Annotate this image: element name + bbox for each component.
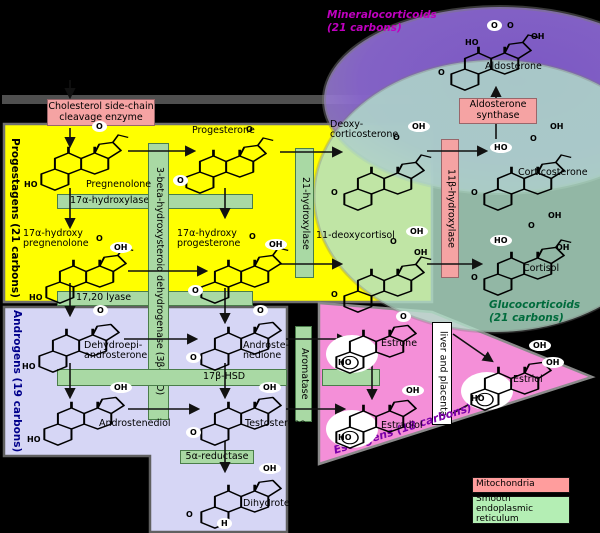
functional-group-oh: OH xyxy=(265,239,287,250)
functional-group-o: O xyxy=(93,305,108,316)
molecule-androstenediol: HO OH xyxy=(27,382,133,447)
functional-group-o: O xyxy=(528,221,535,230)
functional-group-o: O xyxy=(249,232,256,241)
functional-group-oh: OH xyxy=(556,243,570,252)
compound-label-estradiol: Estradiol xyxy=(381,420,423,431)
compound-label-androstenedione: Androste- nedione xyxy=(243,340,290,362)
steroid-skeleton-icon xyxy=(342,256,433,314)
compound-label-progesterone: Progesterone xyxy=(192,125,255,136)
functional-group-o: O xyxy=(186,510,193,519)
functional-group-ho: HO xyxy=(490,235,512,246)
functional-group-oh: OH xyxy=(259,382,281,393)
compound-label-aldosterone: Aldosterone xyxy=(485,61,542,72)
functional-group-o: O xyxy=(186,427,201,438)
legend-mitochondria: Mitochondria xyxy=(472,477,570,493)
functional-group-oh: OH xyxy=(531,32,545,41)
enzyme-11β-hydroxylase: 11β-hydroxylase xyxy=(441,139,459,278)
region-label-glucocorticoids: Glucocorticoids (21 carbons) xyxy=(489,299,581,325)
functional-group-ho: HO xyxy=(22,362,36,371)
functional-group-h: H xyxy=(217,518,232,529)
functional-group-o: O xyxy=(507,21,514,30)
compound-label-dihydrotestosterone: Dihydrotestosterone xyxy=(243,499,295,509)
compound-label-cortisol: Cortisol xyxy=(523,263,560,274)
compound-label-corticosterone: Corticosterone xyxy=(518,167,588,178)
functional-group-o: O xyxy=(438,68,445,77)
functional-group-o: O xyxy=(471,188,478,197)
region-label-mineralocorticoids: Mineralocorticoids (21 carbons) xyxy=(327,9,437,35)
enzyme-aromatase: Aromatase xyxy=(295,326,312,422)
functional-group-oh: OH xyxy=(550,122,564,131)
molecule-17a-hydroxyprogesterone: O O OH xyxy=(188,232,290,305)
functional-group-o: O xyxy=(331,188,338,197)
compound-label-deoxycorticosterone: Deoxy- corticosterone xyxy=(330,119,399,141)
functional-group-ho: HO xyxy=(465,38,479,47)
enzyme-5α-reductase: 5α-reductase xyxy=(180,450,254,464)
functional-group-oh: OH xyxy=(542,357,564,368)
functional-group-oh: OH xyxy=(529,340,551,351)
functional-group-oh: OH xyxy=(110,382,132,393)
region-label-progestagens: Progestagens (21 carbons) xyxy=(9,138,22,298)
functional-group-ho: HO xyxy=(29,293,43,302)
functional-group-oh: OH xyxy=(414,248,428,257)
functional-group-ho: HO xyxy=(27,435,41,444)
functional-group-oh: OH xyxy=(548,211,562,220)
functional-group-oh: OH xyxy=(110,242,132,253)
steroid-skeleton-icon xyxy=(482,154,573,212)
functional-group-o: O xyxy=(530,134,537,143)
functional-group-oh: OH xyxy=(406,226,428,237)
molecule-estradiol: HO OH xyxy=(326,385,425,450)
steroid-skeleton-icon xyxy=(199,247,290,305)
functional-group-o: O xyxy=(188,285,203,296)
molecule-testosterone: O OH xyxy=(186,382,290,447)
functional-group-oh: OH xyxy=(259,463,281,474)
functional-group-o: O xyxy=(92,121,107,132)
functional-group-ho: HO xyxy=(338,433,352,442)
functional-group-o: O xyxy=(471,273,478,282)
functional-group-oh: OH xyxy=(408,121,430,132)
compound-label-17a-hydroxyprogesterone: 17α-hydroxy progesterone xyxy=(177,228,241,250)
functional-group-o: O xyxy=(96,234,103,243)
compound-label-17a-hydroxypregnenolone: 17α-hydroxy pregnenolone xyxy=(23,228,89,250)
compound-label-estrone: Estrone xyxy=(381,338,418,349)
compound-label-androstenediol: Androstenediol xyxy=(99,418,171,429)
compound-label-pregnenolone: Pregnenolone xyxy=(86,179,152,190)
enzyme-21-hydroxylase: 21-hydroxylase xyxy=(295,148,314,278)
legend-smooth: Smooth endoplasmic reticulum xyxy=(472,494,570,524)
functional-group-o: O xyxy=(331,290,338,299)
functional-group-oh: OH xyxy=(402,385,424,396)
compound-label-estriol: Estriol xyxy=(513,374,543,385)
steroid-skeleton-icon xyxy=(42,396,126,447)
compound-label-testosterone: Testosterone xyxy=(245,418,306,429)
functional-group-o: O xyxy=(173,175,188,186)
molecule-corticosterone: O HO O OH xyxy=(471,122,573,212)
functional-group-ho: HO xyxy=(24,180,38,189)
functional-group-ho: HO xyxy=(338,358,352,367)
functional-group-ho: HO xyxy=(490,142,512,153)
region-label-androgens: Androgens (19 carbons) xyxy=(11,310,24,453)
functional-group-o: O xyxy=(253,305,268,316)
functional-group-o: O xyxy=(487,20,502,31)
steroid-skeleton-icon xyxy=(199,396,283,447)
steroid-skeleton-icon xyxy=(342,154,433,212)
functional-group-ho: HO xyxy=(471,394,485,403)
compound-label-11-deoxycortisol: 11-deoxycortisol xyxy=(316,230,395,241)
functional-group-o: O xyxy=(186,352,201,363)
compound-label-dhea: Dehydroepi- androsterone xyxy=(84,340,148,362)
steroid-skeleton-icon xyxy=(184,137,275,195)
enzyme-aldosterone-synthase: Aldosterone synthase xyxy=(459,98,537,124)
molecule-17a-hydroxypregnenolone: HO O OH xyxy=(29,234,135,305)
